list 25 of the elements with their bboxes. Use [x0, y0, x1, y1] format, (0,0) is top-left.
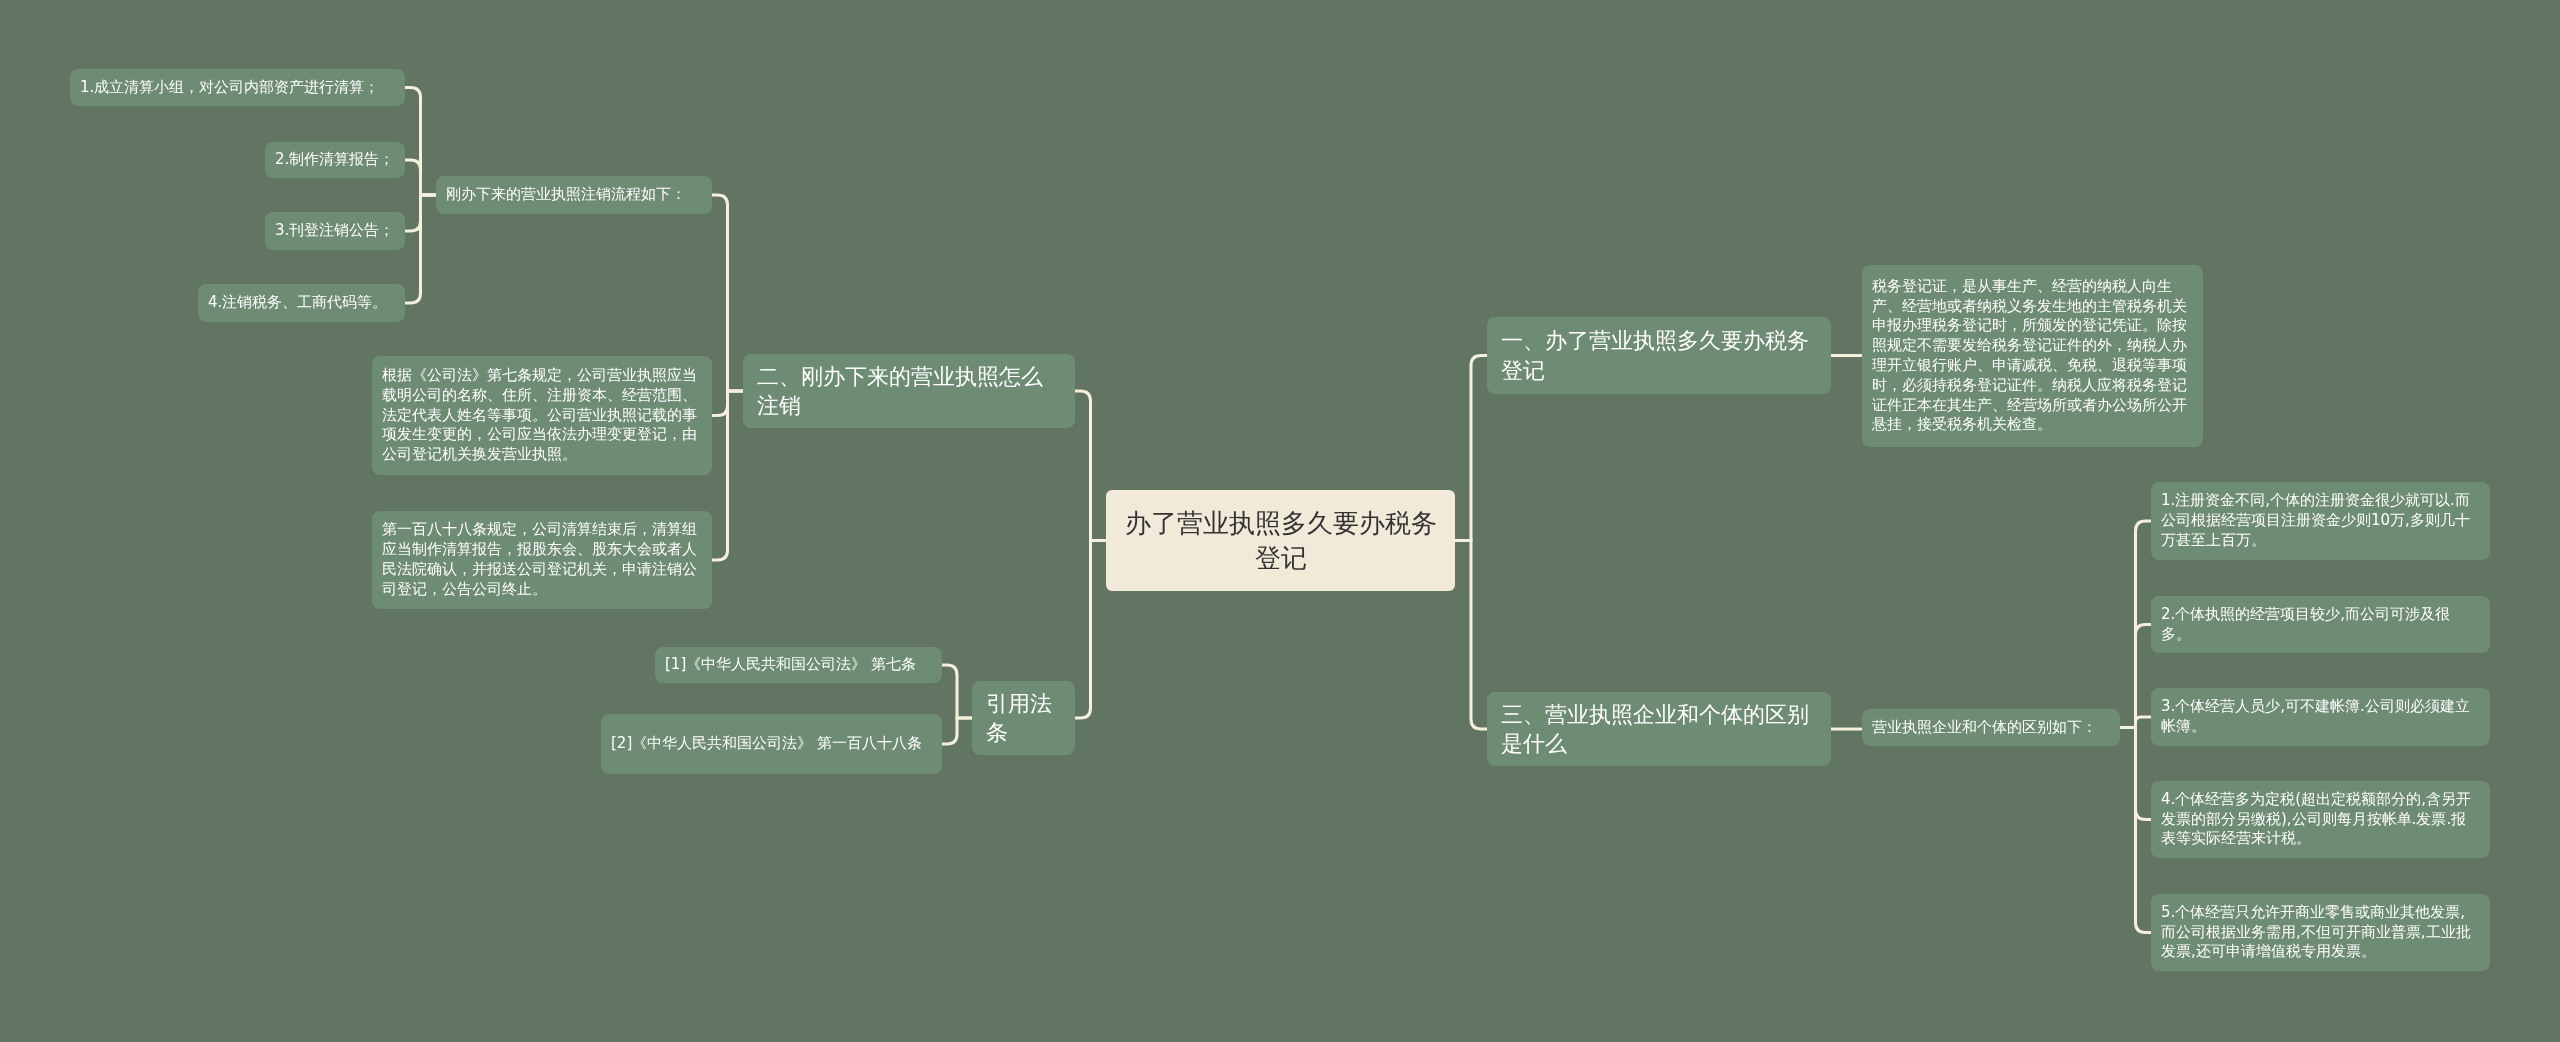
- note-box: 2.个体执照的经营项目较少,而公司可涉及很多。: [2151, 596, 2490, 653]
- central-topic-box: 办了营业执照多久要办税务登记: [1106, 490, 1455, 591]
- note-box: 4.注销税务、工商代码等。: [198, 284, 405, 322]
- connector-line: [1455, 539, 1487, 731]
- note-box: 3.刊登注销公告；: [265, 212, 405, 250]
- note-box: [1]《中华人民共和国公司法》 第七条: [655, 647, 942, 683]
- topic-box: 二、刚办下来的营业执照怎么注销: [743, 354, 1075, 429]
- topic-box: 三、营业执照企业和个体的区别是什么: [1487, 692, 1831, 767]
- note-box: 刚办下来的营业执照注销流程如下：: [436, 176, 712, 214]
- topic-box: 一、办了营业执照多久要办税务登记: [1487, 317, 1831, 394]
- note-box: [2]《中华人民共和国公司法》 第一百八十八条: [601, 714, 942, 774]
- note-box: 营业执照企业和个体的区别如下：: [1862, 709, 2120, 746]
- note-box: 5.个体经营只允许开商业零售或商业其他发票,而公司根据业务需用,不但可开商业普票,工业批发票,还可申请增值税专用发票。: [2151, 894, 2490, 971]
- note-box: 2.制作清算报告；: [265, 142, 405, 178]
- note-box: 根据《公司法》第七条规定，公司营业执照应当载明公司的名称、住所、注册资本、经营范围、法定代表人姓名等事项。公司营业执照记载的事项发生变更的，公司应当依法办理变更登记，由公司登记机关换发营业执照。: [372, 356, 712, 475]
- note-box: 1.成立清算小组，对公司内部资产进行清算；: [70, 69, 405, 106]
- note-box: 1.注册资金不同,个体的注册资金很少就可以.而公司根据经营项目注册资金少则10万,多则几十万甚至上百万。: [2151, 482, 2490, 560]
- connector-line: [1831, 354, 1862, 357]
- note-box: 3.个体经营人员少,可不建帐簿.公司则必须建立帐簿。: [2151, 688, 2490, 746]
- note-box: 第一百八十八条规定，公司清算结束后，清算组应当制作清算报告，报股东会、股东大会或者人民法院确认，并报送公司登记机关，申请注销公司登记，公告公司终止。: [372, 511, 712, 609]
- connector-line: [1831, 727, 1862, 731]
- topic-box: 引用法条: [972, 681, 1075, 756]
- note-box: 税务登记证，是从事生产、经营的纳税人向生产、经营地或者纳税义务发生地的主管税务机关申报办理税务登记时，所颁发的登记凭证。除按照规定不需要发给税务登记证件的外，纳税人办理开立银行账户、申请减税、免税、退税等事项时，必须持税务登记证件。纳税人应将税务登记证件正本在其生产、经营场所或者办公场所公开悬挂，接受税务机关检查。: [1862, 265, 2203, 447]
- connector-line: [942, 716, 972, 746]
- note-box: 4.个体经营多为定税(超出定税额部分的,含另开发票的部分另缴税),公司则每月按帐单.发票.报表等实际经营来计税。: [2151, 781, 2490, 858]
